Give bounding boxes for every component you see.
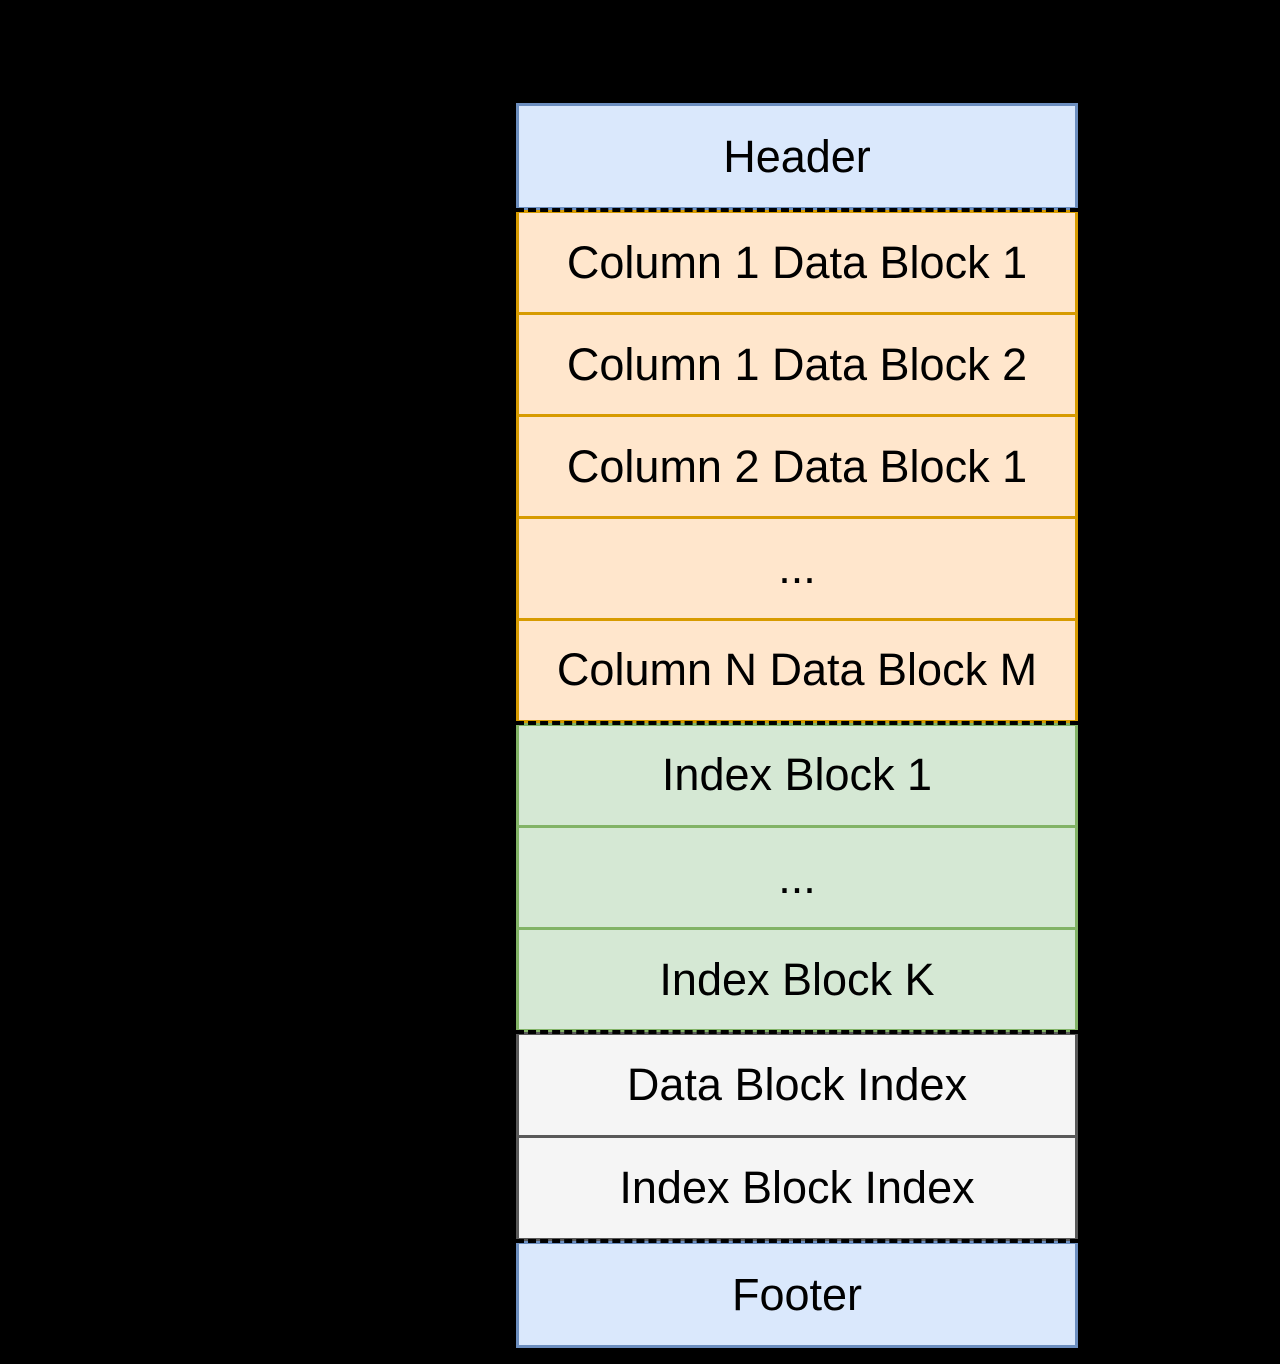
block-footer-0: Footer xyxy=(731,1268,863,1320)
section-header: Header xyxy=(516,103,1078,211)
block-column-data-blocks-4: Column N Data Block M xyxy=(519,617,1075,720)
block-index-blocks-2: Index Block K xyxy=(519,927,1075,1029)
block-column-data-blocks-0: Column 1 Data Block 1 xyxy=(566,236,1028,288)
block-block-indexes-1: Index Block Index xyxy=(519,1135,1075,1238)
section-index-blocks: Index Block 1...Index Block K xyxy=(516,722,1078,1033)
section-column-data-blocks: Column 1 Data Block 1 Column 1 Data Block… xyxy=(516,210,1078,723)
section-footer: Footer xyxy=(516,1240,1078,1348)
block-index-blocks-0: Index Block 1 xyxy=(661,749,933,801)
block-column-data-blocks-2: Column 2 Data Block 1 xyxy=(519,413,1075,516)
block-block-indexes-0: Data Block Index xyxy=(626,1059,968,1111)
block-column-data-blocks-1: Column 1 Data Block 2 xyxy=(519,312,1075,414)
block-index-blocks-1: ... xyxy=(519,824,1075,927)
block-column-data-blocks-3: ... xyxy=(519,515,1075,618)
block-header-0: Header xyxy=(723,130,871,182)
